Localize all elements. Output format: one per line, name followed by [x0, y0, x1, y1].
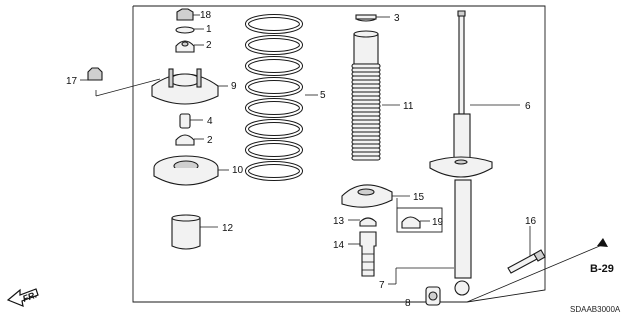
part-15-lower-seat: [341, 184, 410, 208]
direction-label: FR.: [21, 290, 38, 304]
front-arrow-icon: [6, 288, 39, 307]
callout-5: 5: [320, 90, 326, 101]
callout-16: 16: [525, 216, 537, 227]
callout-1: 1: [206, 24, 212, 35]
part-1-washer: [175, 26, 204, 34]
diagram-code: SDAAB3000A: [570, 305, 621, 314]
reference-label[interactable]: B-29: [590, 263, 614, 275]
callout-8: 8: [405, 298, 411, 309]
part-13-washer: [348, 217, 377, 227]
callout-13: 13: [333, 216, 345, 227]
callout-11: 11: [403, 101, 414, 112]
callout-14: 14: [333, 240, 345, 251]
part-19-box: [396, 198, 443, 233]
part-10-spring-seat: [153, 155, 229, 186]
part-16-bolt: [507, 226, 546, 274]
callout-19: 19: [432, 217, 444, 228]
callout-2-lower: 2: [207, 135, 213, 146]
callout-7: 7: [379, 280, 385, 291]
part-2-bushing-lower: [175, 134, 204, 146]
callout-3: 3: [394, 13, 400, 24]
callout-6: 6: [525, 101, 531, 112]
part-17-flange-nut: [80, 67, 161, 97]
reference-arrow-icon: [466, 238, 608, 303]
callout-2-upper: 2: [206, 40, 212, 51]
diagram-frame: [132, 5, 546, 303]
callout-15: 15: [413, 192, 425, 203]
callout-9: 9: [231, 81, 237, 92]
part-14-bump-rubber: [348, 231, 377, 277]
callout-12: 12: [222, 223, 234, 234]
part-4-collar: [179, 113, 203, 129]
part-9-upper-mount-base: [151, 68, 228, 105]
part-3-cap: [355, 14, 390, 22]
callout-4: 4: [207, 116, 213, 127]
callout-10: 10: [232, 165, 244, 176]
part-6-shock-absorber: [429, 10, 520, 296]
part-11-dust-boot: [351, 30, 400, 161]
part-5-coil-spring: [245, 14, 318, 181]
callout-18: 18: [200, 10, 212, 21]
part-8-lower-bushing: [414, 286, 441, 306]
part-2-bushing-upper: [175, 40, 204, 53]
part-12-bump-stop: [171, 214, 218, 250]
part-18-nut: [176, 8, 200, 21]
callout-17: 17: [66, 76, 78, 87]
